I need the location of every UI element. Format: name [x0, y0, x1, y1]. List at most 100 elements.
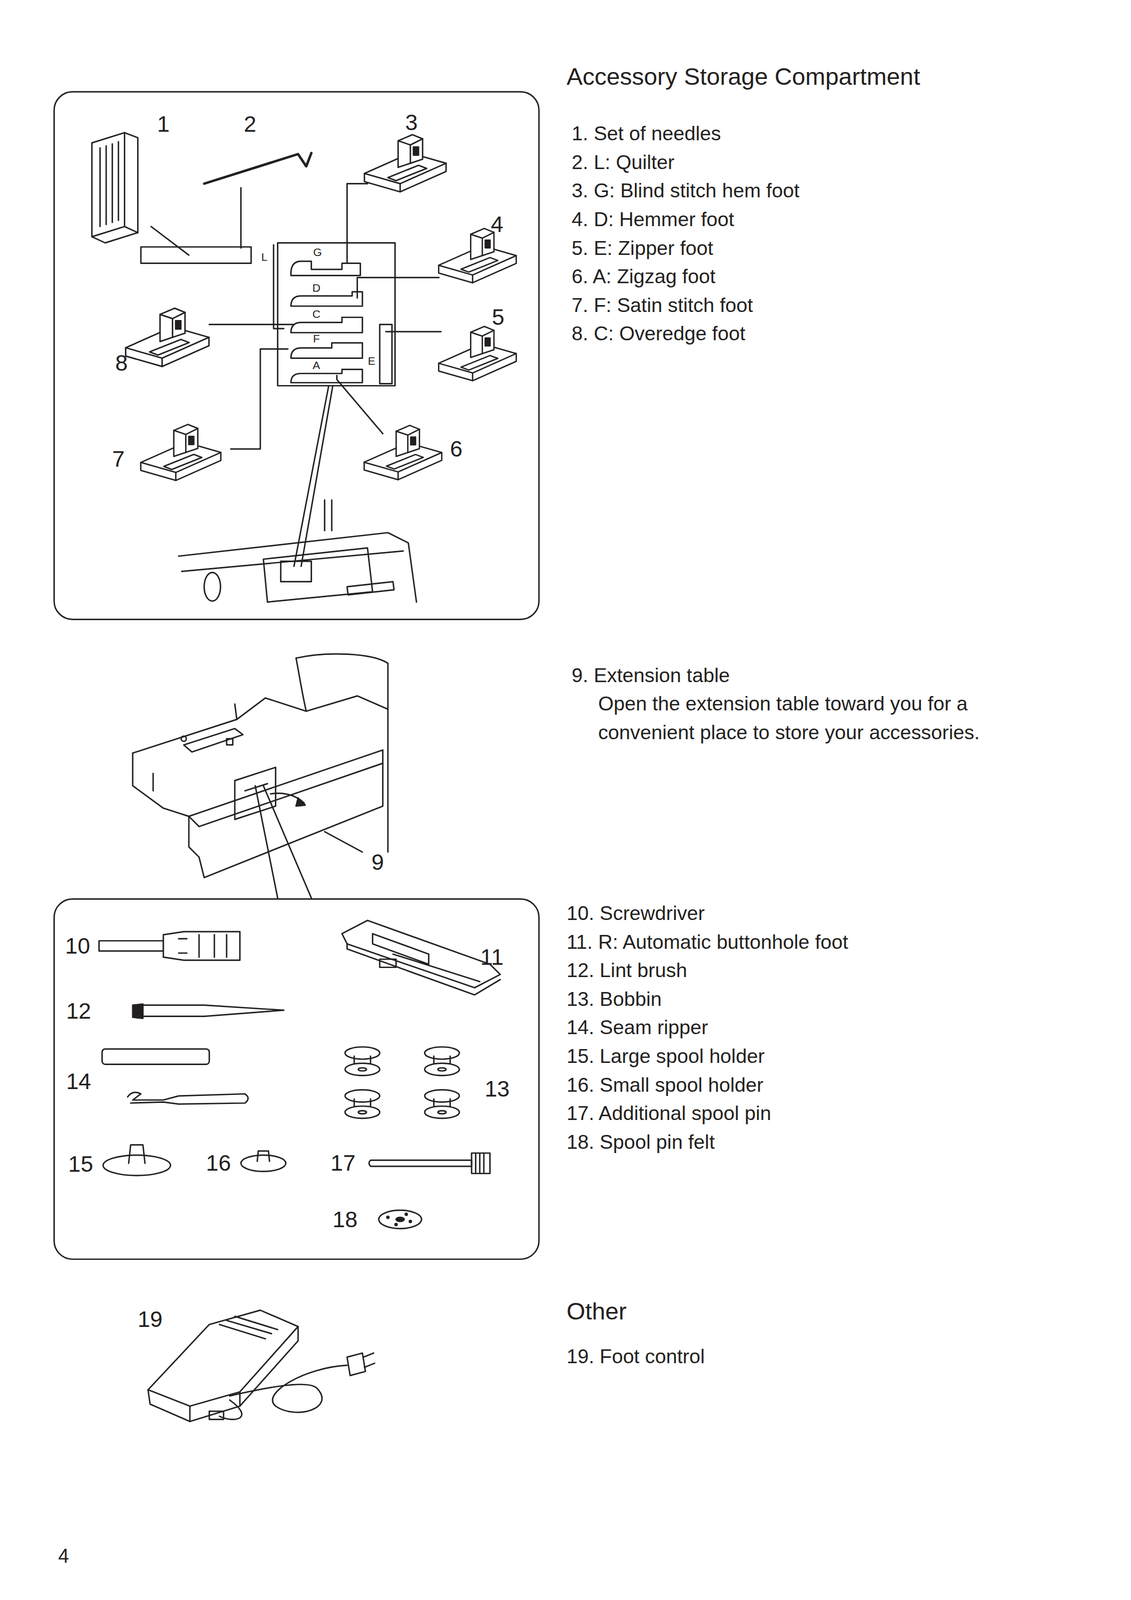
foot-control [147, 1310, 298, 1423]
bobbin [424, 1047, 460, 1060]
quilter [204, 153, 312, 184]
foot-control [209, 1411, 224, 1420]
part-list-item: 6. A: Zigzag foot [571, 264, 716, 289]
extension-table [188, 763, 384, 827]
sewing-machine-arm [132, 696, 388, 754]
machine-bed [280, 561, 312, 582]
part-list-item: 19. Foot control [566, 1344, 705, 1369]
callout-number: 1 [156, 110, 170, 139]
part-list-item: 3. G: Blind stitch hem foot [571, 178, 800, 203]
sewing-machine-arm [226, 738, 233, 745]
part-list-item: 14. Seam ripper [566, 1015, 708, 1040]
leader-line [150, 226, 189, 256]
spool-pin-felt [386, 1216, 389, 1220]
foot-control [219, 1400, 242, 1420]
machine-bed [324, 500, 332, 531]
storage-compartment [140, 242, 395, 386]
sewing-machine-arm [234, 704, 237, 720]
spool-pin-felt [395, 1217, 404, 1223]
presser-foot [364, 425, 442, 481]
storage-compartment [290, 317, 363, 333]
storage-compartment [379, 324, 393, 384]
extension-table [234, 767, 276, 820]
slot-letter: A [312, 358, 321, 372]
bobbin [345, 1047, 380, 1060]
spool-pin [471, 1153, 490, 1174]
buttonhole-foot [341, 920, 501, 996]
seam-ripper [101, 1049, 249, 1105]
lint-brush [132, 1004, 284, 1019]
quilter [204, 153, 312, 184]
presser-foot [140, 424, 221, 481]
spool-holder [102, 1155, 171, 1176]
screwdriver [163, 932, 240, 961]
slot-letter: L [261, 250, 268, 265]
extension-table [188, 750, 384, 898]
presser-foot [125, 308, 210, 367]
leader-line [230, 348, 288, 450]
callout-number: 11 [480, 943, 504, 971]
foot-control [147, 1326, 298, 1422]
callout-number: 18 [332, 1206, 358, 1234]
storage-compartment [290, 369, 363, 384]
slot-letter: G [313, 245, 322, 259]
callout-number: 7 [112, 445, 125, 474]
bobbin [358, 1111, 367, 1115]
part-list-item: 2. L: Quilter [571, 150, 675, 175]
spool-holder [257, 1151, 270, 1162]
part-list-item: 8. C: Overedge foot [571, 321, 746, 346]
bobbin [358, 1068, 367, 1072]
accessory-panel [53, 899, 539, 1260]
foot-control [219, 1316, 278, 1340]
leader-line [336, 375, 383, 434]
foot-control [229, 1365, 348, 1413]
part-list-item: 1. Set of needles [571, 121, 722, 146]
bobbin [437, 1068, 446, 1072]
buttonhole-foot [372, 934, 480, 983]
needle-set [100, 141, 119, 227]
spool-pin-felt [378, 1210, 422, 1229]
part-list-item: 11. R: Automatic buttonhole foot [566, 930, 849, 955]
leader-line [357, 277, 440, 298]
callout-number: 4 [490, 211, 504, 239]
slot-letter: E [367, 354, 376, 369]
bobbin [345, 1047, 380, 1077]
spool-pin [369, 1160, 472, 1167]
storage-compartment [290, 291, 363, 307]
part-list-item: 4. D: Hemmer foot [571, 207, 735, 232]
callout-number: 3 [404, 108, 418, 137]
part-list-item: 16. Small spool holder [566, 1073, 764, 1098]
callout-number: 17 [330, 1150, 356, 1178]
callout-number: 2 [243, 110, 257, 139]
storage-compartment [140, 247, 252, 264]
bobbin [424, 1047, 460, 1077]
foot-control [347, 1353, 366, 1376]
extension-table [188, 750, 384, 878]
accessory-panel [53, 91, 539, 620]
presser-foot [438, 326, 516, 381]
storage-compartment [290, 261, 361, 276]
presser-foot [364, 134, 446, 193]
accessory-panel [53, 91, 539, 620]
bobbin [345, 1089, 380, 1103]
part-list-item: 10. Screwdriver [566, 901, 705, 926]
leader-line [150, 183, 441, 567]
callout-number: 8 [115, 349, 128, 378]
bobbin [345, 1047, 460, 1119]
bobbin [345, 1089, 380, 1119]
callout-number: 14 [66, 1068, 92, 1096]
callout-number: 12 [66, 998, 92, 1026]
buttonhole-foot [379, 959, 397, 968]
accessory-panel [53, 899, 539, 1260]
page-number: 4 [58, 1544, 69, 1569]
machine-bed [347, 582, 395, 596]
foot-control [363, 1353, 375, 1368]
page-title: Accessory Storage Compartment [566, 62, 921, 92]
spool-pin-felt [409, 1220, 412, 1223]
lint-brush [132, 1004, 143, 1019]
machine-bed [178, 500, 417, 603]
callout-number: 10 [65, 932, 91, 960]
screwdriver [178, 935, 227, 958]
